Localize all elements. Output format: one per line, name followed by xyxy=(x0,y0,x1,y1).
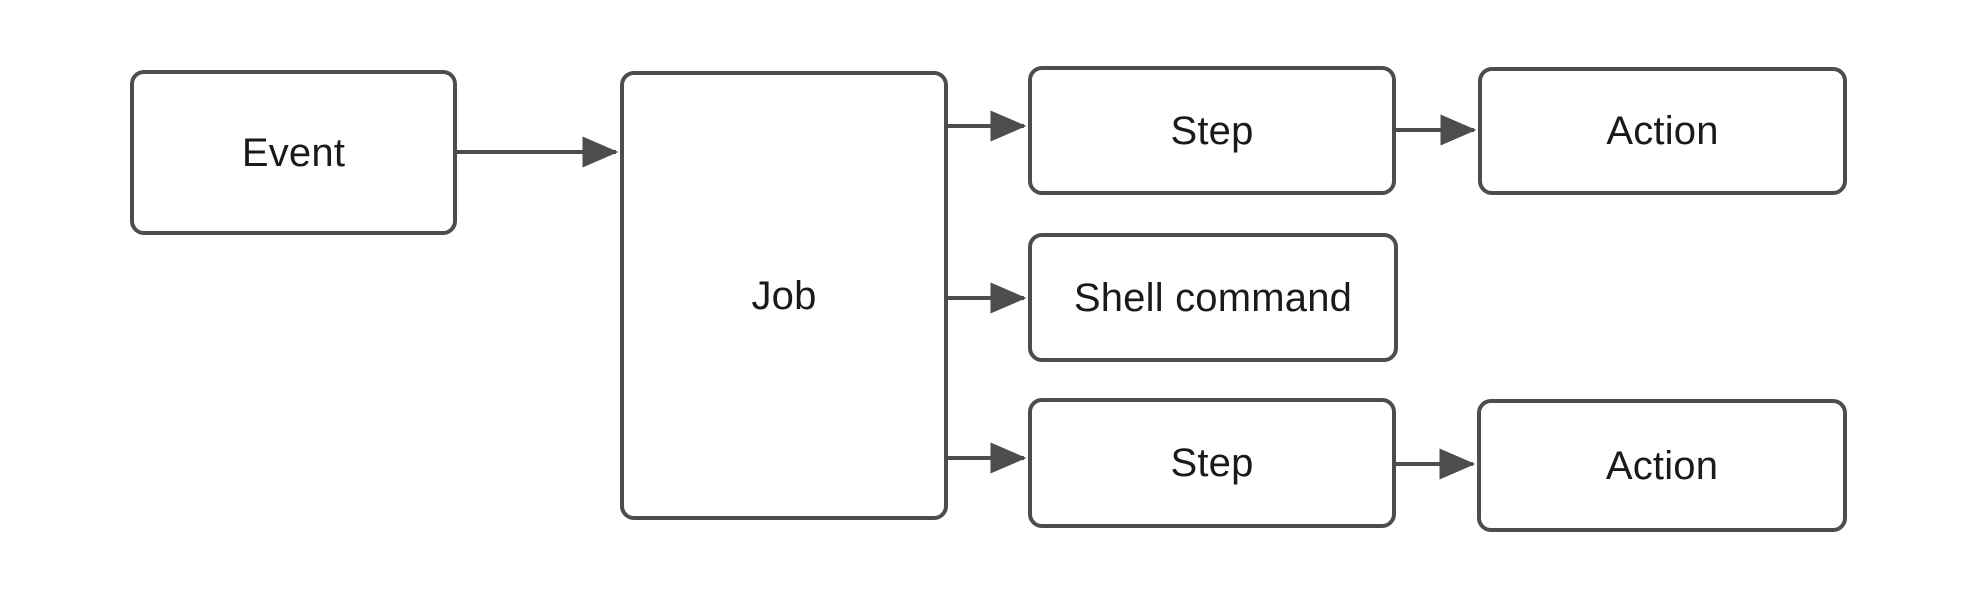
node-event[interactable]: Event xyxy=(130,70,457,235)
node-action-top[interactable]: Action xyxy=(1478,67,1847,195)
node-event-label: Event xyxy=(241,130,346,175)
node-action-bottom-label: Action xyxy=(1605,443,1719,488)
node-step-top[interactable]: Step xyxy=(1028,66,1396,195)
node-step-bottom-label: Step xyxy=(1170,441,1254,485)
node-shell-command[interactable]: Shell command xyxy=(1028,233,1398,362)
node-action-bottom[interactable]: Action xyxy=(1477,399,1847,532)
node-step-bottom[interactable]: Step xyxy=(1028,398,1396,528)
node-job[interactable]: Job xyxy=(620,71,948,520)
node-job-label: Job xyxy=(751,273,817,318)
node-step-top-label: Step xyxy=(1170,108,1254,153)
node-shell-command-label: Shell command xyxy=(1073,275,1353,320)
node-action-top-label: Action xyxy=(1606,109,1719,153)
